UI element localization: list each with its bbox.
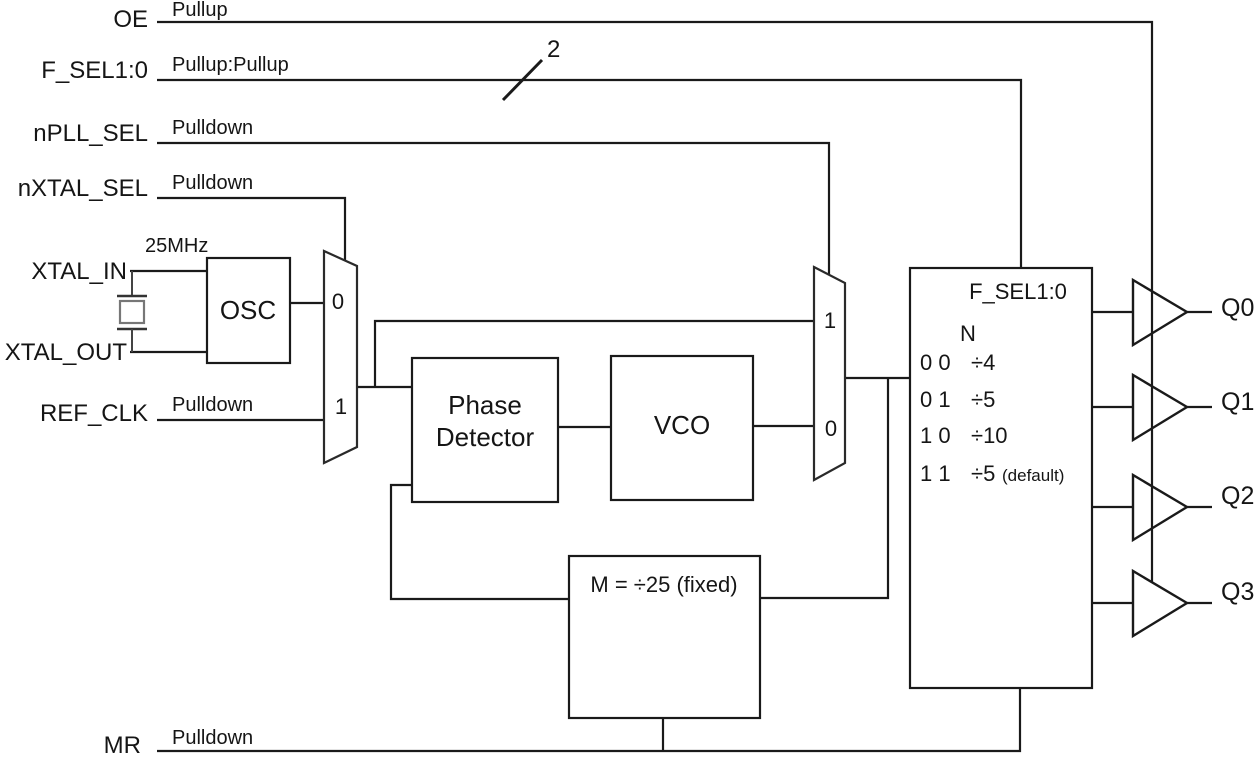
xtal-out-label: XTAL_OUT <box>5 339 128 366</box>
nxtal-resistor-label: Pulldown <box>172 172 253 194</box>
q2-label: Q2 <box>1221 482 1254 510</box>
oe-label: OE <box>113 6 148 33</box>
mux1-input0-label: 0 <box>332 289 344 314</box>
output-divider-block <box>908 266 1094 690</box>
q1-buffer-icon <box>1131 372 1190 443</box>
q0-buffer-icon <box>1131 277 1190 348</box>
divider-row-sel: 0 1 <box>920 387 951 412</box>
vco-block <box>609 354 755 502</box>
divider-row-sel: 0 0 <box>920 350 951 375</box>
mr-resistor-label: Pulldown <box>172 727 253 749</box>
output-divider-column-header: N <box>960 321 976 346</box>
oe-wire <box>157 20 1154 583</box>
phase-detector-block <box>410 356 560 504</box>
mux1-input1-label: 1 <box>335 394 347 419</box>
mux2-input0-label: 0 <box>825 416 837 441</box>
ref-clk-label: REF_CLK <box>40 400 148 427</box>
divider-row-sel: 1 1 <box>920 461 951 486</box>
fsel-label: F_SEL1:0 <box>41 57 148 84</box>
divider-row-div: ÷5 <box>971 387 995 412</box>
ref-clk-resistor-label: Pulldown <box>172 394 253 416</box>
divider-row-sel: 1 0 <box>920 423 951 448</box>
xtal-in-label: XTAL_IN <box>31 258 127 285</box>
mux2-input1-label: 1 <box>824 308 836 333</box>
nxtal-sel-wire <box>157 196 347 261</box>
divider-row-div: ÷10 <box>971 423 1008 448</box>
nxtal-sel-label: nXTAL_SEL <box>18 175 148 202</box>
npll-resistor-label: Pulldown <box>172 117 253 139</box>
oe-resistor-label: Pullup <box>172 0 228 21</box>
divider-row-div: ÷5 <box>971 461 995 486</box>
npll-sel-wire <box>157 141 831 275</box>
osc-block-label: OSC <box>220 295 276 325</box>
q3-label: Q3 <box>1221 578 1254 606</box>
fsel-bus-slash <box>501 58 544 102</box>
q3-buffer-icon <box>1131 568 1190 639</box>
npll-sel-label: nPLL_SEL <box>33 120 148 147</box>
divider-row-note: (default) <box>1002 466 1064 485</box>
fsel-resistor-label: Pullup:Pullup <box>172 54 289 76</box>
divider-row-div: ÷4 <box>971 350 995 375</box>
osc-block <box>205 256 292 365</box>
fsel-bus-width-label: 2 <box>547 36 560 63</box>
feedback-return-wire <box>389 483 569 601</box>
q0-label: Q0 <box>1221 294 1254 322</box>
mr-label: MR <box>104 732 141 755</box>
crystal-frequency-label: 25MHz <box>145 235 208 257</box>
pll-select-mux <box>812 265 847 482</box>
feedback-divider-block <box>567 554 762 720</box>
mr-wire <box>157 688 1022 753</box>
q2-buffer-icon <box>1131 472 1190 543</box>
pll-bypass-wire <box>373 319 814 387</box>
phase-detector-label-line2: Detector <box>436 422 535 452</box>
feedback-divider-label: M = ÷25 (fixed) <box>590 572 737 597</box>
q1-label: Q1 <box>1221 388 1254 416</box>
phase-detector-label-line1: Phase <box>448 390 522 420</box>
fsel-wire <box>157 78 1023 268</box>
vco-block-label: VCO <box>654 410 710 440</box>
ref-select-mux <box>322 249 359 465</box>
output-divider-title: F_SEL1:0 <box>969 279 1067 304</box>
crystal-icon <box>118 299 146 325</box>
feedback-tap-wire <box>760 378 890 600</box>
